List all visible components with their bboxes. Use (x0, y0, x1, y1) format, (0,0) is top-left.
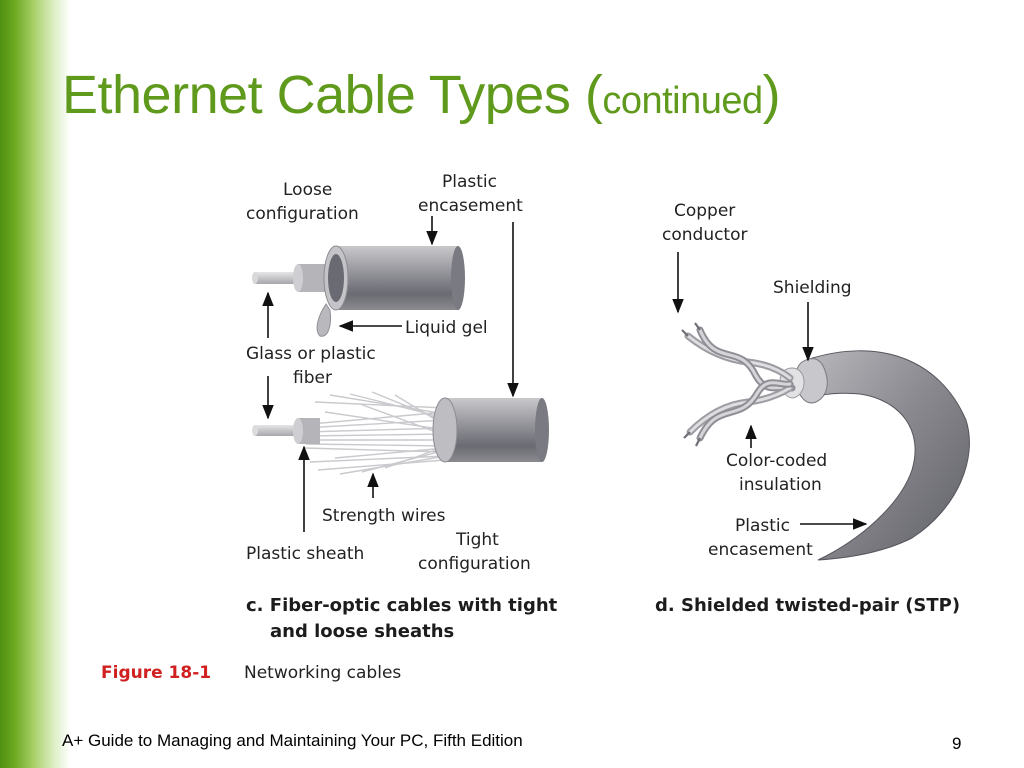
figure-title: Networking cables (244, 663, 401, 683)
label-copper-1: Copper (674, 201, 735, 221)
page-number: 9 (952, 734, 962, 753)
stp-cable (681, 322, 970, 561)
label-glass-fiber-1: Glass or plastic (246, 344, 376, 364)
label-stp-encasement-1: Plastic (735, 516, 790, 536)
fiber-caption-2: and loose sheaths (270, 621, 454, 642)
slide-title: Ethernet Cable Types (continued) (62, 64, 781, 126)
label-copper-2: conductor (662, 225, 748, 245)
stp-callout-arrows (672, 252, 868, 530)
tight-fiber-cable (252, 391, 549, 475)
label-plastic-sheath: Plastic sheath (246, 544, 364, 564)
title-continued: continued (602, 80, 763, 122)
label-loose-1: Loose (283, 180, 332, 200)
label-fiber-encasement-1: Plastic (442, 172, 497, 192)
figure-number: Figure 18-1 (101, 663, 211, 683)
title-main: Ethernet Cable Types ( (62, 65, 603, 125)
label-tight-1: Tight (455, 530, 499, 550)
title-close-paren: ) (762, 65, 781, 125)
label-fiber-encasement-2: encasement (418, 196, 523, 216)
fiber-callout-arrows (262, 216, 519, 532)
label-shielding: Shielding (773, 278, 852, 298)
stp-caption: d. Shielded twisted-pair (STP) (655, 595, 960, 616)
loose-fiber-cable (252, 245, 465, 337)
side-gradient-bar (0, 0, 70, 768)
fiber-caption-1: c. Fiber-optic cables with tight (246, 595, 558, 616)
label-stp-encasement-2: encasement (708, 540, 813, 560)
label-liquid-gel: Liquid gel (405, 318, 488, 338)
label-tight-2: configuration (418, 554, 531, 574)
label-glass-fiber-2: fiber (293, 368, 332, 388)
label-loose-2: configuration (246, 204, 359, 224)
label-insulation-1: Color-coded (726, 451, 827, 471)
label-strength-wires: Strength wires (322, 506, 446, 526)
slide-footer: A+ Guide to Managing and Maintaining You… (62, 731, 523, 750)
label-insulation-2: insulation (739, 475, 822, 495)
